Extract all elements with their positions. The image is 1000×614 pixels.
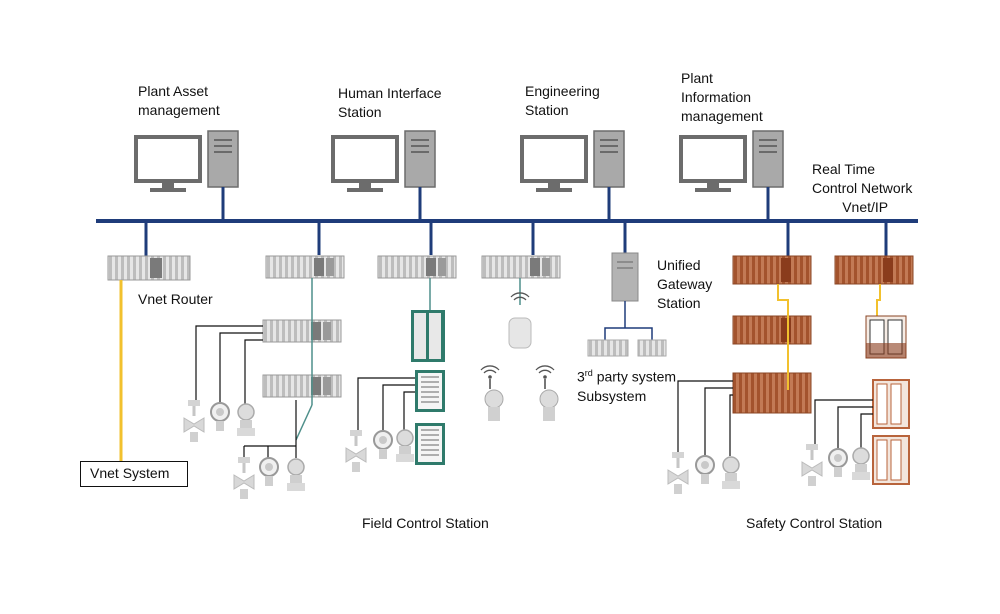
- workstation-links: [221, 187, 770, 220]
- fcs-wireless: [480, 255, 561, 422]
- field-control-station-label: Field Control Station: [362, 515, 489, 531]
- engineering-workstation: [520, 129, 626, 194]
- vnet-system-box: Vnet System: [80, 461, 188, 487]
- scs-2: [800, 255, 914, 488]
- scs-1: [666, 255, 812, 496]
- plant-info-workstation: [679, 129, 785, 194]
- station-links: [144, 221, 888, 256]
- third-party-label: 3rd party system Subsystem: [577, 368, 677, 404]
- unified-gateway-station: [587, 252, 667, 357]
- network-label: Real Time Control Network Vnet/IP: [812, 161, 913, 215]
- hmi-workstation: [331, 129, 437, 194]
- vnet-router: [107, 255, 191, 281]
- plant-asset-workstation: [134, 129, 240, 194]
- safety-control-station-label: Safety Control Station: [746, 515, 883, 531]
- vnet-router-label: Vnet Router: [138, 291, 213, 307]
- fcs-1: [182, 255, 345, 501]
- fcs-2: [344, 255, 457, 474]
